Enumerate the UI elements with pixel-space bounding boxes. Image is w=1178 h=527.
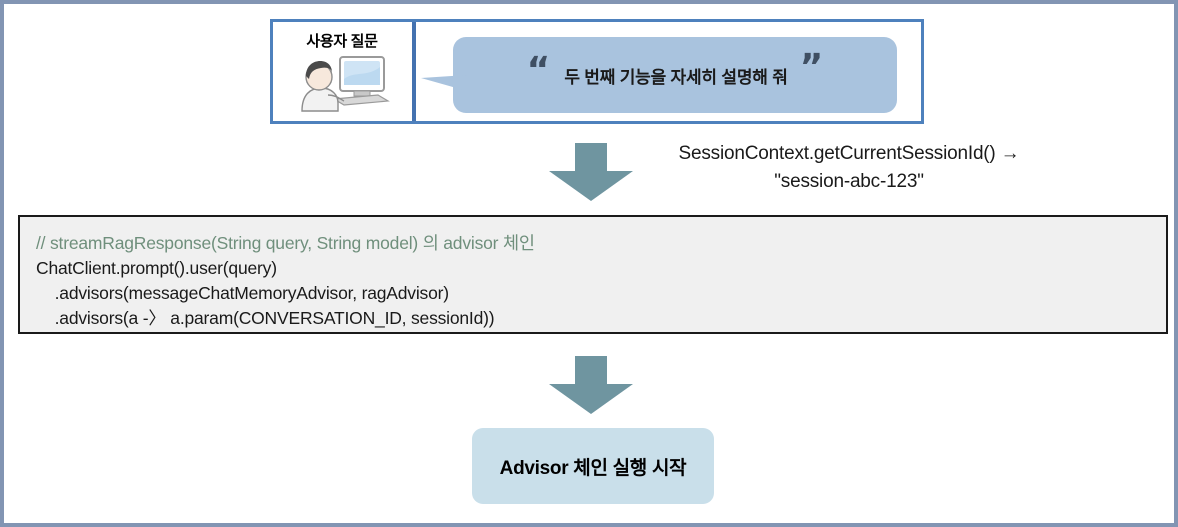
code-line-3: .advisors(a -〉 a.param(CONVERSATION_ID, … [36,307,495,328]
session-note-line-1: SessionContext.getCurrentSessionId() → [678,143,1020,164]
result-label: Advisor 체인 실행 시작 [499,457,687,479]
user-question-panel: 사용자 질문 [270,19,924,124]
arrow-down-to-code-icon [549,143,633,201]
code-block: // streamRagResponse(String query, Strin… [18,215,1168,334]
panel-divider [412,22,416,121]
session-context-note: SessionContext.getCurrentSessionId() → "… [649,140,1049,195]
session-note-line-2: "session-abc-123" [774,170,924,192]
user-panel-label: 사용자 질문 [306,33,378,50]
question-text: 두 번째 기능을 자세히 설명해 줘 [564,67,788,87]
bubble-content: “ 두 번째 기능을 자세히 설명해 줘 ” [453,37,897,113]
question-bubble: “ 두 번째 기능을 자세히 설명해 줘 ” [421,37,917,113]
quote-open-icon: “ [526,50,551,91]
person-at-computer-icon [288,55,396,113]
code-line-comment: // streamRagResponse(String query, Strin… [36,233,535,253]
code-line-2: .advisors(messageChatMemoryAdvisor, ragA… [36,282,449,303]
question-bubble-body: “ 두 번째 기능을 자세히 설명해 줘 ” [421,37,897,113]
quote-close-icon: ” [799,47,824,88]
arrow-down-to-result-icon [549,356,633,414]
result-box: Advisor 체인 실행 시작 [472,428,714,504]
user-panel-left: 사용자 질문 [273,22,411,121]
bubble-tail [421,75,467,91]
code-line-1: ChatClient.prompt().user(query) [36,257,277,278]
